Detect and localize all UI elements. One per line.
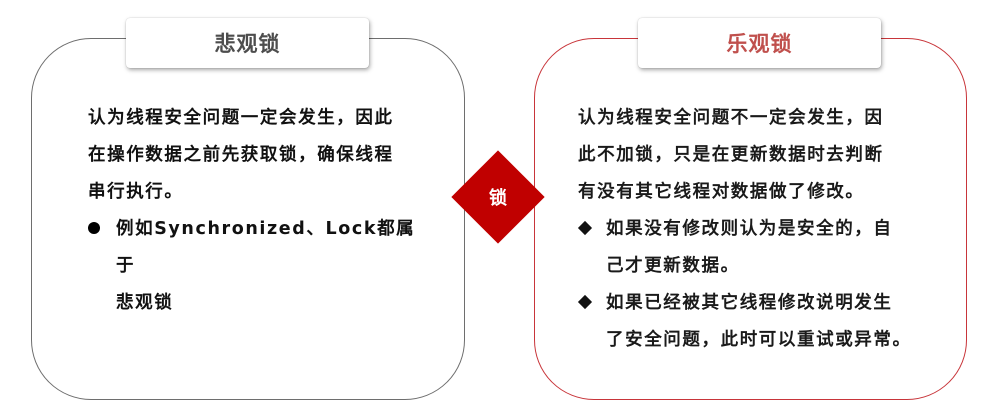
optimistic-bullet-item-2: 如果已经被其它线程修改说明发生 了安全问题，此时可以重试或异常。	[577, 285, 923, 359]
optimistic-lock-card	[534, 38, 967, 400]
pessimistic-desc-line-2: 在操作数据之前先获取锁，确保线程	[88, 145, 394, 165]
pessimistic-lock-body: 认为线程安全问题一定会发生，因此 在操作数据之前先获取锁，确保线程 串行执行。 …	[88, 100, 428, 322]
optimistic-lock-title-text: 乐观锁	[726, 32, 793, 56]
pessimistic-lock-card	[31, 38, 465, 400]
center-lock-label: 锁	[489, 188, 507, 209]
pessimistic-desc-line-1: 认为线程安全问题一定会发生，因此	[88, 108, 394, 128]
optimistic-bullet-2-line-2: 了安全问题，此时可以重试或异常。	[606, 330, 912, 350]
optimistic-desc-line-2: 此不加锁，只是在更新数据时去判断	[578, 145, 884, 165]
pessimistic-bullet-line-1: 例如Synchronized、Lock都属于	[116, 219, 416, 276]
pessimistic-bullet-item: 例如Synchronized、Lock都属于 悲观锁	[88, 211, 428, 322]
optimistic-desc-line-1: 认为线程安全问题不一定会发生，因	[578, 108, 884, 128]
optimistic-lock-body: 认为线程安全问题不一定会发生，因 此不加锁，只是在更新数据时去判断 有没有其它线…	[577, 100, 923, 359]
pessimistic-bullet-line-2: 悲观锁	[116, 293, 174, 313]
optimistic-bullet-1-line-1: 如果没有修改则认为是安全的，自	[606, 219, 893, 239]
bullet-diamond-icon	[577, 211, 598, 248]
pessimistic-lock-title-text: 悲观锁	[214, 32, 281, 56]
pessimistic-desc-line-3: 串行执行。	[88, 182, 184, 202]
optimistic-bullet-item-1: 如果没有修改则认为是安全的，自 己才更新数据。	[577, 211, 923, 285]
bullet-circle-icon	[88, 211, 108, 248]
bullet-diamond-icon	[577, 285, 598, 322]
optimistic-lock-title: 乐观锁	[638, 18, 881, 68]
optimistic-bullet-1-line-2: 己才更新数据。	[606, 256, 740, 276]
pessimistic-lock-title: 悲观锁	[126, 18, 369, 68]
optimistic-bullet-2-line-1: 如果已经被其它线程修改说明发生	[606, 293, 893, 313]
optimistic-desc-line-3: 有没有其它线程对数据做了修改。	[578, 182, 865, 202]
